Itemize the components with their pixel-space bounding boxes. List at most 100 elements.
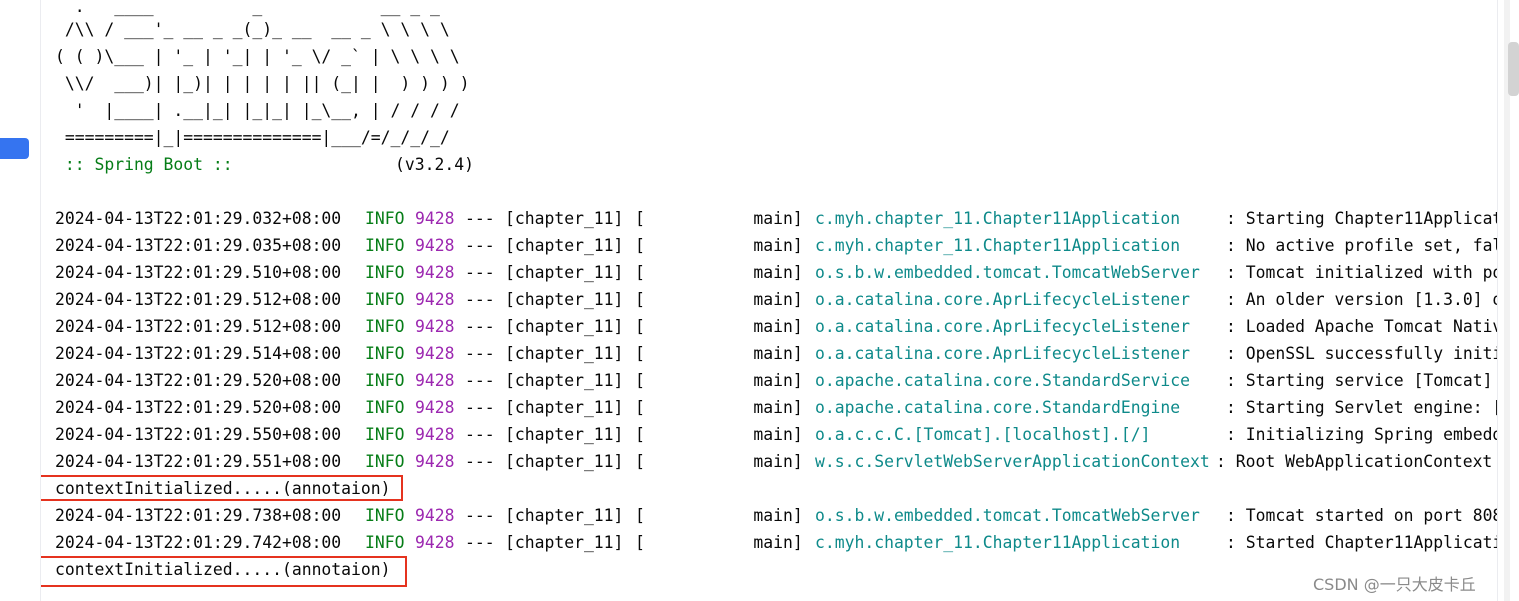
log-line: 2024-04-13T22:01:29.512+08:00 INFO 9428 …	[55, 286, 1497, 313]
editor-gutter	[0, 0, 41, 601]
log-logger[interactable]: o.apache.catalina.core.StandardEngine	[815, 398, 1181, 417]
log-thread: [ main]	[635, 290, 803, 309]
log-pid: 9428	[415, 371, 455, 390]
log-separator: ---	[465, 344, 495, 363]
log-thread: [ main]	[635, 344, 803, 363]
log-line: 2024-04-13T22:01:29.520+08:00 INFO 9428 …	[55, 394, 1497, 421]
log-thread: [ main]	[635, 452, 803, 471]
highlight-box	[41, 475, 403, 501]
log-line: 2024-04-13T22:01:29.035+08:00 INFO 9428 …	[55, 232, 1497, 259]
log-timestamp: 2024-04-13T22:01:29.742+08:00	[55, 533, 342, 552]
log-logger[interactable]: o.apache.catalina.core.StandardService	[815, 371, 1190, 390]
log-message: : Initializing Spring embedde	[1226, 425, 1497, 444]
log-separator: ---	[465, 425, 495, 444]
log-separator: ---	[465, 398, 495, 417]
log-pid: 9428	[415, 290, 455, 309]
log-timestamp: 2024-04-13T22:01:29.514+08:00	[55, 344, 342, 363]
log-separator: ---	[465, 263, 495, 282]
log-level: INFO	[365, 506, 405, 525]
log-separator: ---	[465, 236, 495, 255]
highlight-box	[41, 556, 407, 587]
log-thread: [ main]	[635, 236, 803, 255]
log-line: 2024-04-13T22:01:29.738+08:00 INFO 9428 …	[55, 502, 1497, 529]
log-thread: [ main]	[635, 317, 803, 336]
spring-boot-label: :: Spring Boot ::	[55, 155, 233, 174]
log-level: INFO	[365, 290, 405, 309]
gutter-marker[interactable]	[0, 138, 29, 159]
log-timestamp: 2024-04-13T22:01:29.520+08:00	[55, 398, 342, 417]
log-level: INFO	[365, 344, 405, 363]
banner-line: . ____ _ __ _ _	[55, 0, 440, 16]
log-timestamp: 2024-04-13T22:01:29.738+08:00	[55, 506, 342, 525]
log-app: [chapter_11]	[505, 452, 624, 471]
spring-boot-line: :: Spring Boot :: (v3.2.4)	[55, 151, 474, 178]
log-timestamp: 2024-04-13T22:01:29.551+08:00	[55, 452, 342, 471]
log-separator: ---	[465, 371, 495, 390]
spring-boot-version: (v3.2.4)	[395, 155, 474, 174]
log-level: INFO	[365, 236, 405, 255]
run-console[interactable]: . ____ _ __ _ _ /\\ / ___'_ __ _ _(_)_ _…	[41, 0, 1497, 601]
log-message: : No active profile set, fal	[1226, 236, 1497, 255]
log-logger[interactable]: o.a.c.c.C.[Tomcat].[localhost].[/]	[815, 425, 1151, 444]
log-thread: [ main]	[635, 398, 803, 417]
log-logger[interactable]: c.myh.chapter_11.Chapter11Application	[815, 209, 1181, 228]
log-pid: 9428	[415, 425, 455, 444]
log-line: 2024-04-13T22:01:29.520+08:00 INFO 9428 …	[55, 367, 1492, 394]
log-app: [chapter_11]	[505, 425, 624, 444]
log-logger[interactable]: o.s.b.w.embedded.tomcat.TomcatWebServer	[815, 506, 1200, 525]
log-line: 2024-04-13T22:01:29.032+08:00 INFO 9428 …	[55, 205, 1497, 232]
log-message: : Started Chapter11Applicati	[1226, 533, 1497, 552]
scrollbar-track[interactable]	[1504, 0, 1510, 601]
log-message: : Starting Servlet engine: [A	[1226, 398, 1497, 417]
log-pid: 9428	[415, 452, 455, 471]
watermark: CSDN @一只大皮卡丘	[1313, 575, 1476, 594]
log-timestamp: 2024-04-13T22:01:29.550+08:00	[55, 425, 342, 444]
log-timestamp: 2024-04-13T22:01:29.035+08:00	[55, 236, 342, 255]
log-level: INFO	[365, 398, 405, 417]
log-line: 2024-04-13T22:01:29.510+08:00 INFO 9428 …	[55, 259, 1497, 286]
banner-line: ' |____| .__|_| |_|_| |_\__, | / / / /	[55, 101, 460, 120]
banner-line: \\/ ___)| |_)| | | | | || (_| | ) ) ) )	[55, 74, 470, 93]
log-logger[interactable]: o.s.b.w.embedded.tomcat.TomcatWebServer	[815, 263, 1200, 282]
log-logger[interactable]: w.s.c.ServletWebServerApplicationContext	[815, 452, 1210, 471]
log-app: [chapter_11]	[505, 317, 624, 336]
log-separator: ---	[465, 452, 495, 471]
log-level: INFO	[365, 371, 405, 390]
log-pid: 9428	[415, 317, 455, 336]
log-pid: 9428	[415, 344, 455, 363]
log-message: : Tomcat initialized with po	[1226, 263, 1497, 282]
log-timestamp: 2024-04-13T22:01:29.512+08:00	[55, 317, 342, 336]
log-message: : Starting service [Tomcat]	[1226, 371, 1493, 390]
log-timestamp: 2024-04-13T22:01:29.512+08:00	[55, 290, 342, 309]
log-thread: [ main]	[635, 371, 803, 390]
log-thread: [ main]	[635, 425, 803, 444]
log-level: INFO	[365, 263, 405, 282]
log-pid: 9428	[415, 506, 455, 525]
scrollbar-thumb[interactable]	[1508, 42, 1519, 96]
log-logger[interactable]: c.myh.chapter_11.Chapter11Application	[815, 533, 1181, 552]
log-logger[interactable]: o.a.catalina.core.AprLifecycleListener	[815, 344, 1190, 363]
log-logger[interactable]: c.myh.chapter_11.Chapter11Application	[815, 236, 1181, 255]
log-level: INFO	[365, 533, 405, 552]
log-app: [chapter_11]	[505, 236, 624, 255]
log-separator: ---	[465, 533, 495, 552]
log-message: : Root WebApplicationContext	[1216, 452, 1493, 471]
log-level: INFO	[365, 425, 405, 444]
log-thread: [ main]	[635, 506, 803, 525]
log-logger[interactable]: o.a.catalina.core.AprLifecycleListener	[815, 290, 1190, 309]
log-pid: 9428	[415, 398, 455, 417]
log-logger[interactable]: o.a.catalina.core.AprLifecycleListener	[815, 317, 1190, 336]
log-separator: ---	[465, 209, 495, 228]
banner-line: ( ( )\___ | '_ | '_| | '_ \/ _` | \ \ \ …	[55, 47, 460, 66]
log-message: : Tomcat started on port 8080	[1226, 506, 1497, 525]
log-level: INFO	[365, 452, 405, 471]
log-separator: ---	[465, 290, 495, 309]
log-level: INFO	[365, 209, 405, 228]
log-pid: 9428	[415, 236, 455, 255]
log-line: 2024-04-13T22:01:29.512+08:00 INFO 9428 …	[55, 313, 1497, 340]
log-level: INFO	[365, 317, 405, 336]
log-app: [chapter_11]	[505, 209, 624, 228]
log-pid: 9428	[415, 263, 455, 282]
log-thread: [ main]	[635, 533, 803, 552]
log-timestamp: 2024-04-13T22:01:29.032+08:00	[55, 209, 342, 228]
